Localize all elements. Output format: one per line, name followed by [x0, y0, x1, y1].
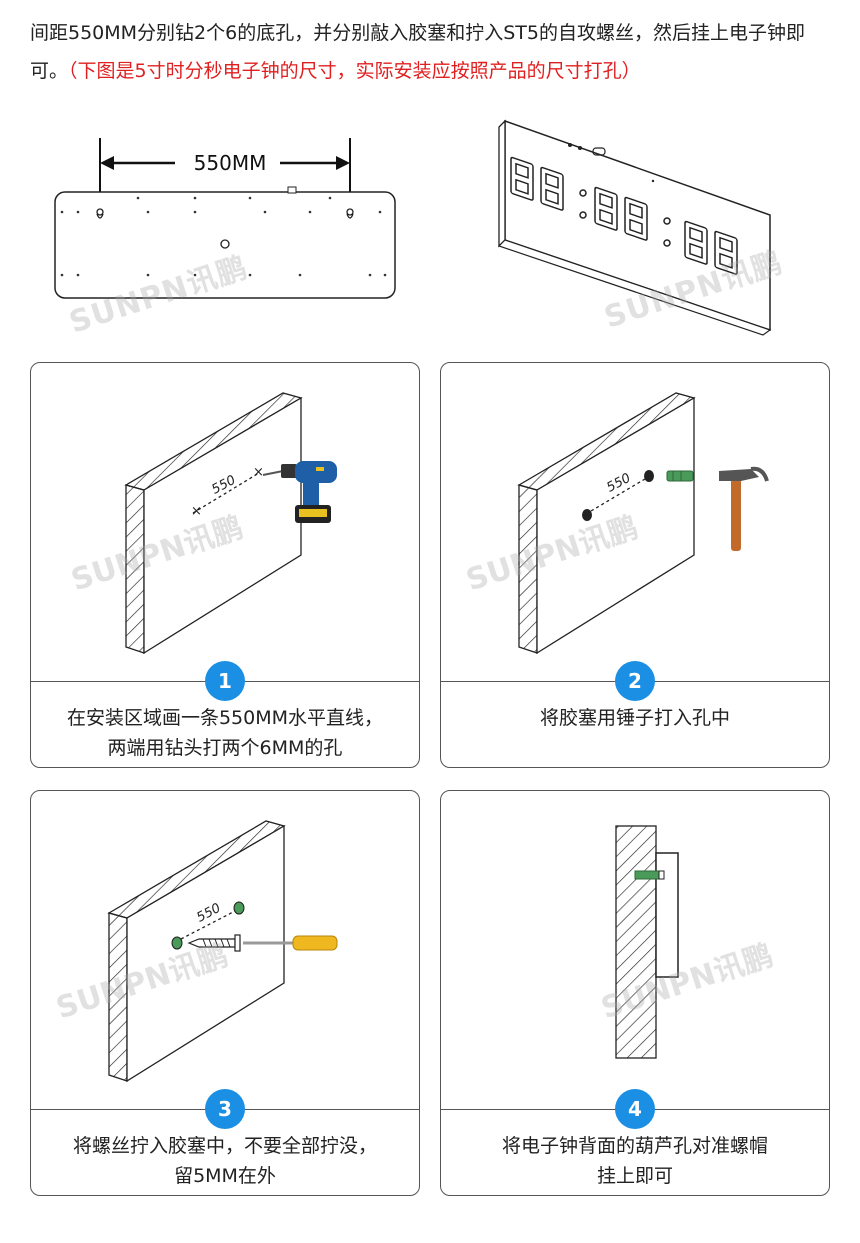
step1-illustration: × × 550 SUNPN讯鹏 [67, 392, 337, 655]
step-number-badge: 1 [205, 661, 245, 701]
clock-front-diagram: SUNPN讯鹏 [495, 115, 787, 340]
caption-line-2: 挂上即可 [596, 1165, 673, 1187]
caption-line-2: 留5MM在外 [174, 1165, 276, 1187]
svg-text:×: × [191, 504, 202, 519]
clock-front-icon [497, 119, 772, 336]
step4-illustration: SUNPN讯鹏 [597, 825, 777, 1059]
screw-icon [187, 934, 241, 952]
step2-illustration: 550 SUNPN讯鹏 [462, 392, 769, 655]
wall-anchor-icon [634, 870, 665, 880]
clock-side [655, 852, 679, 978]
wall-section [615, 825, 657, 1059]
caption-line-1: 将电子钟背面的葫芦孔对准螺帽 [501, 1135, 768, 1157]
step3-illustration: 550 SUNPN讯鹏 [52, 820, 338, 1083]
clock-back-diagram: 550MM SUNPN讯鹏 [50, 130, 400, 341]
drill-icon [262, 461, 337, 523]
step-caption: 将螺丝拧入胶塞中，不要全部拧没， 留5MM在外 [41, 1131, 409, 1191]
caption-line-2: 两端用钻头打两个6MM的孔 [107, 737, 343, 759]
step-card-4: SUNPN讯鹏 4 将电子钟背面的葫芦孔对准螺帽 挂上即可 [440, 790, 830, 1196]
intro-text: 间距550MM分别钻2个6的底孔，并分别敲入胶塞和拧入ST5的自攻螺丝，然后挂上… [30, 22, 805, 82]
step-caption: 在安装区域画一条550MM水平直线， 两端用钻头打两个6MM的孔 [41, 703, 409, 763]
caption-line-1: 在安装区域画一条550MM水平直线， [66, 707, 384, 729]
step-number-badge: 2 [615, 661, 655, 701]
step-number-badge: 4 [615, 1089, 655, 1129]
hammer-icon [719, 466, 769, 551]
dimension-label: 550MM [193, 151, 267, 175]
step-number-badge: 3 [205, 1089, 245, 1129]
step-caption: 将电子钟背面的葫芦孔对准螺帽 挂上即可 [451, 1131, 819, 1191]
step-caption: 将胶塞用锤子打入孔中 [451, 703, 819, 733]
clock-back-icon [54, 138, 396, 299]
wall-anchor-icon [666, 470, 694, 482]
caption-line-1: 将螺丝拧入胶塞中，不要全部拧没， [72, 1135, 377, 1157]
step-card-2: 550 SUNPN讯鹏 2 将胶塞用锤子打入孔中 [440, 362, 830, 768]
caption-line-1: 将胶塞用锤子打入孔中 [539, 707, 730, 729]
intro-note: （下图是5寸时分秒电子钟的尺寸，实际安装应按照产品的尺寸打孔） [68, 60, 641, 82]
svg-text:×: × [253, 465, 264, 480]
step-card-1: × × 550 SUNPN讯鹏 1 在安装区域画一条550MM水平直线， 两端用… [30, 362, 420, 768]
step-card-3: 550 SUNPN讯鹏 3 将螺丝拧入胶塞中，不要全部拧没， 留5MM在外 [30, 790, 420, 1196]
intro-paragraph: 间距550MM分别钻2个6的底孔，并分别敲入胶塞和拧入ST5的自攻螺丝，然后挂上… [30, 14, 840, 90]
screwdriver-icon [243, 935, 338, 951]
